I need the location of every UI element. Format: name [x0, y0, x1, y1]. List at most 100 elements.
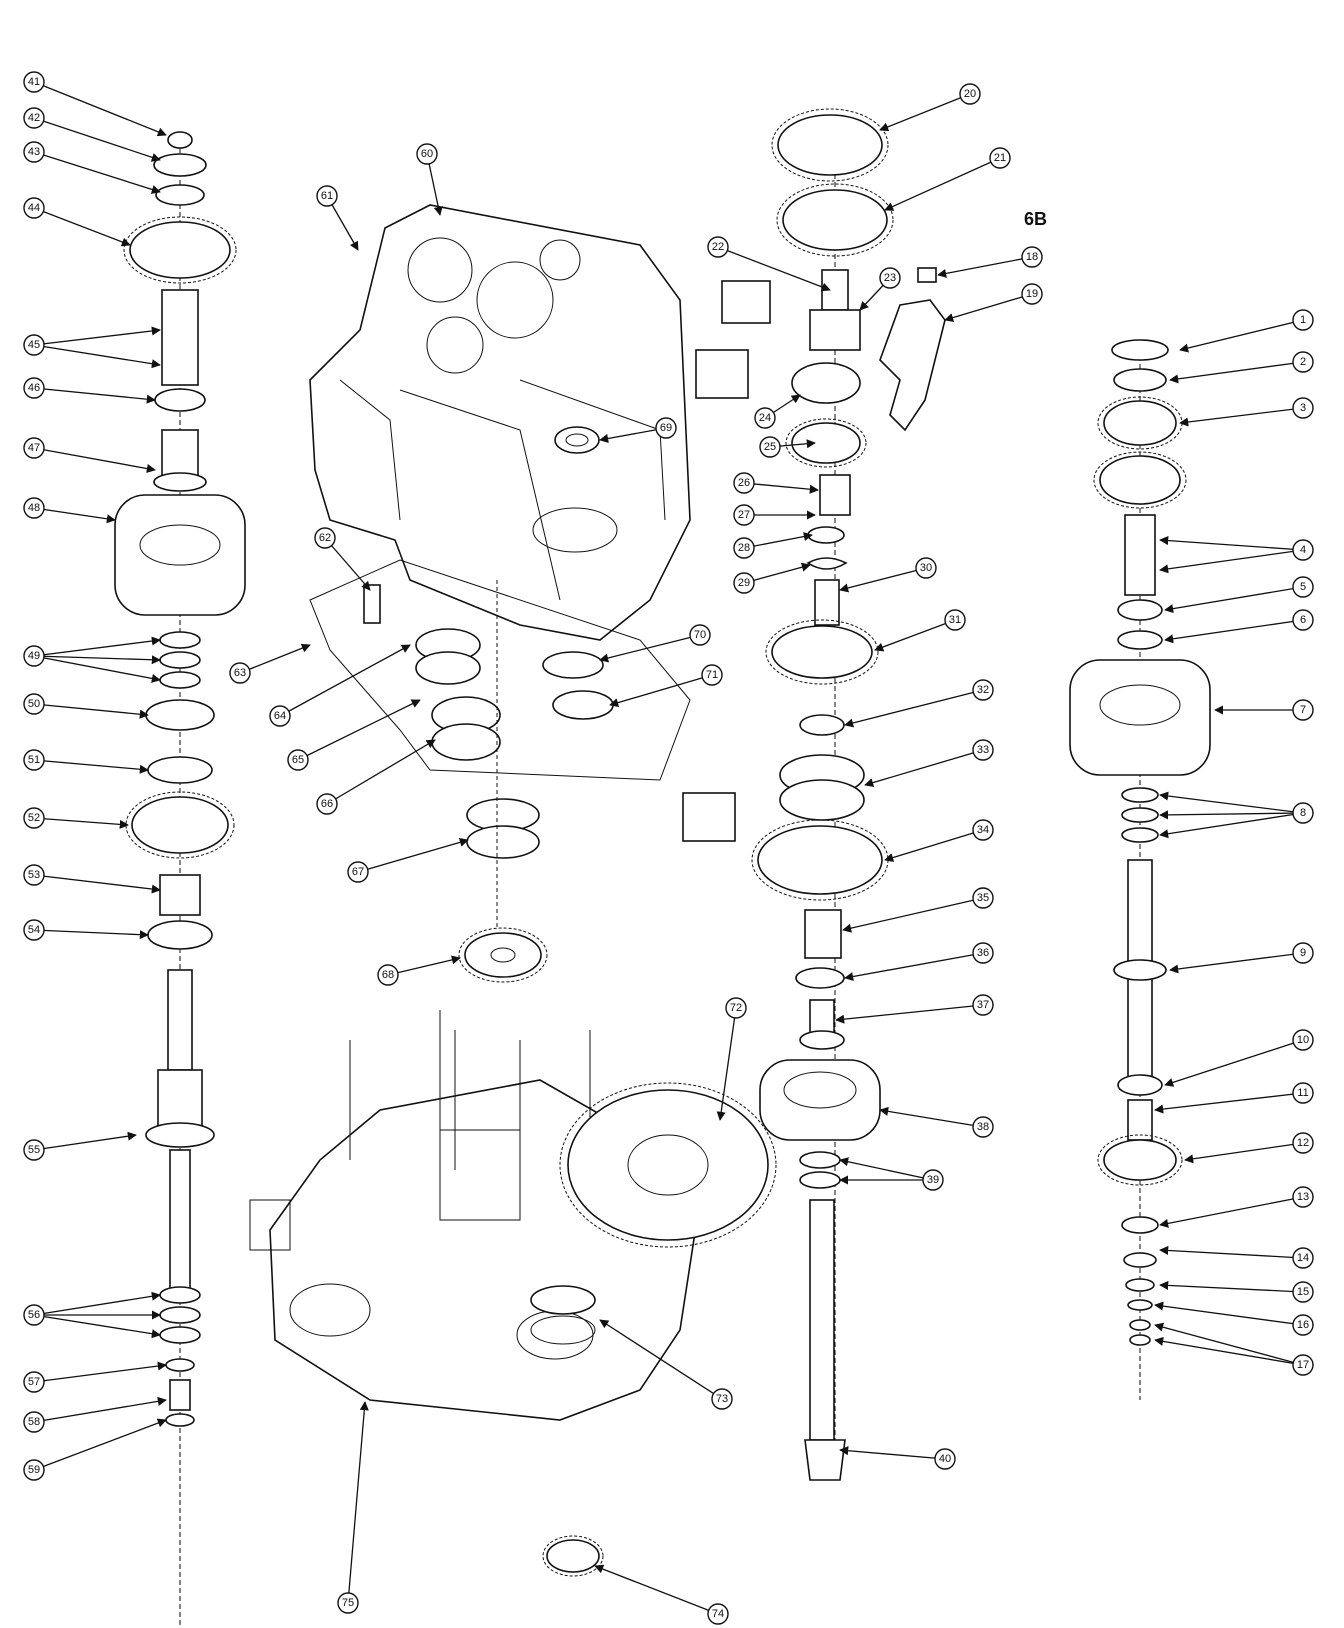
callout-32: 32: [972, 679, 994, 701]
callout-38: 38: [972, 1116, 994, 1138]
callout-11: 11: [1292, 1082, 1314, 1104]
leader-line-72: [716, 1007, 737, 1121]
callout-22: 22: [707, 236, 729, 258]
leader-line-55: [33, 1131, 137, 1151]
leader-line-45a: [33, 326, 161, 346]
callout-68: 68: [377, 964, 399, 986]
callout-number: 36: [977, 947, 989, 959]
callout-number: 69: [660, 422, 672, 434]
callout-number: 16: [1297, 1319, 1309, 1331]
left-shaft-stack: [114, 131, 246, 1427]
leader-line-17a: [1154, 1322, 1304, 1366]
leader-line-5: [1164, 586, 1304, 614]
leader-line-40: [839, 1446, 946, 1460]
callout-number: 10: [1297, 1034, 1309, 1046]
leader-line-14: [1159, 1245, 1304, 1259]
bearing-67: [466, 798, 540, 859]
leader-line-20: [879, 93, 971, 132]
leader-line-54: [33, 929, 149, 940]
callout-39: 39: [922, 1169, 944, 1191]
callout-6: 6: [1292, 609, 1314, 631]
callout-63: 63: [229, 662, 251, 684]
callout-number: 58: [28, 1416, 40, 1428]
leader-line-39a: [839, 1157, 934, 1181]
leader-line-73: [599, 1319, 723, 1400]
leader-line-49b: [33, 655, 161, 665]
callout-number: 3: [1300, 402, 1306, 414]
seal-74: [542, 1535, 604, 1577]
callout-number: 24: [759, 412, 771, 424]
leader-line-75: [347, 1401, 369, 1604]
leader-line-51: [33, 759, 149, 774]
callout-number: 28: [738, 542, 750, 554]
bearing-69: [554, 426, 600, 454]
callout-number: 1: [1300, 314, 1306, 326]
leader-line-16: [1154, 1301, 1304, 1326]
callout-36: 36: [972, 942, 994, 964]
callout-59: 59: [23, 1459, 45, 1481]
callout-number: 7: [1300, 704, 1306, 716]
callout-54: 54: [23, 919, 45, 941]
callout-number: 64: [274, 710, 286, 722]
callout-number: 31: [949, 614, 961, 626]
leader-line-35: [842, 897, 984, 933]
callout-number: 52: [28, 812, 40, 824]
callout-number: 68: [382, 969, 394, 981]
callout-number: 50: [28, 698, 40, 710]
leader-line-53: [33, 874, 161, 894]
callout-number: 39: [927, 1174, 939, 1186]
callout-3: 3: [1292, 397, 1314, 419]
leader-line-28: [743, 532, 813, 549]
callout-number: 42: [28, 112, 40, 124]
callout-number: 43: [28, 146, 40, 158]
callout-number: 60: [421, 148, 433, 160]
callout-64: 64: [269, 705, 291, 727]
callout-number: 25: [764, 441, 776, 453]
callout-69: 69: [655, 417, 677, 439]
leader-line-17b: [1154, 1336, 1304, 1366]
callout-number: 40: [939, 1453, 951, 1465]
leader-line-46: [33, 387, 156, 404]
leader-line-8b: [1159, 810, 1304, 820]
callout-45: 45: [23, 334, 45, 356]
callout-58: 58: [23, 1411, 45, 1433]
callout-49: 49: [23, 645, 45, 667]
callout-74: 74: [707, 1603, 729, 1625]
callout-number: 44: [28, 202, 40, 214]
callout-50: 50: [23, 693, 45, 715]
races-70-71: [542, 651, 614, 720]
callout-number: 33: [977, 744, 989, 756]
leader-line-18: [937, 256, 1033, 278]
callout-number: 19: [1026, 288, 1038, 300]
callout-51: 51: [23, 749, 45, 771]
callout-71: 71: [701, 664, 723, 686]
callout-number: 46: [28, 382, 40, 394]
callout-number: 22: [712, 241, 724, 253]
callout-number: 5: [1300, 581, 1306, 593]
leader-line-63: [239, 643, 311, 674]
callout-number: 75: [342, 1597, 354, 1609]
callout-number: 37: [977, 999, 989, 1011]
gear-68: [458, 927, 548, 983]
callout-4: 4: [1292, 539, 1314, 561]
callout-labels: 1234567891011121314151617181920212223242…: [23, 71, 1314, 1625]
leader-line-38: [879, 1106, 984, 1128]
callout-17: 17: [1292, 1354, 1314, 1376]
callout-number: 38: [977, 1121, 989, 1133]
callout-35: 35: [972, 887, 994, 909]
leader-line-62: [324, 537, 371, 591]
callout-number: 72: [730, 1002, 742, 1014]
callout-number: 9: [1300, 947, 1306, 959]
leader-line-70: [599, 634, 701, 663]
leader-line-71: [609, 674, 713, 708]
callout-1: 1: [1292, 309, 1314, 331]
leader-line-31: [874, 619, 956, 652]
leader-line-52: [33, 817, 129, 829]
leader-line-58: [33, 1396, 167, 1423]
leader-line-33: [864, 749, 984, 788]
callout-number: 41: [28, 76, 40, 88]
callout-41: 41: [23, 71, 45, 93]
callout-20: 20: [959, 83, 981, 105]
leader-line-12: [1184, 1142, 1304, 1164]
leader-line-45b: [33, 344, 161, 369]
